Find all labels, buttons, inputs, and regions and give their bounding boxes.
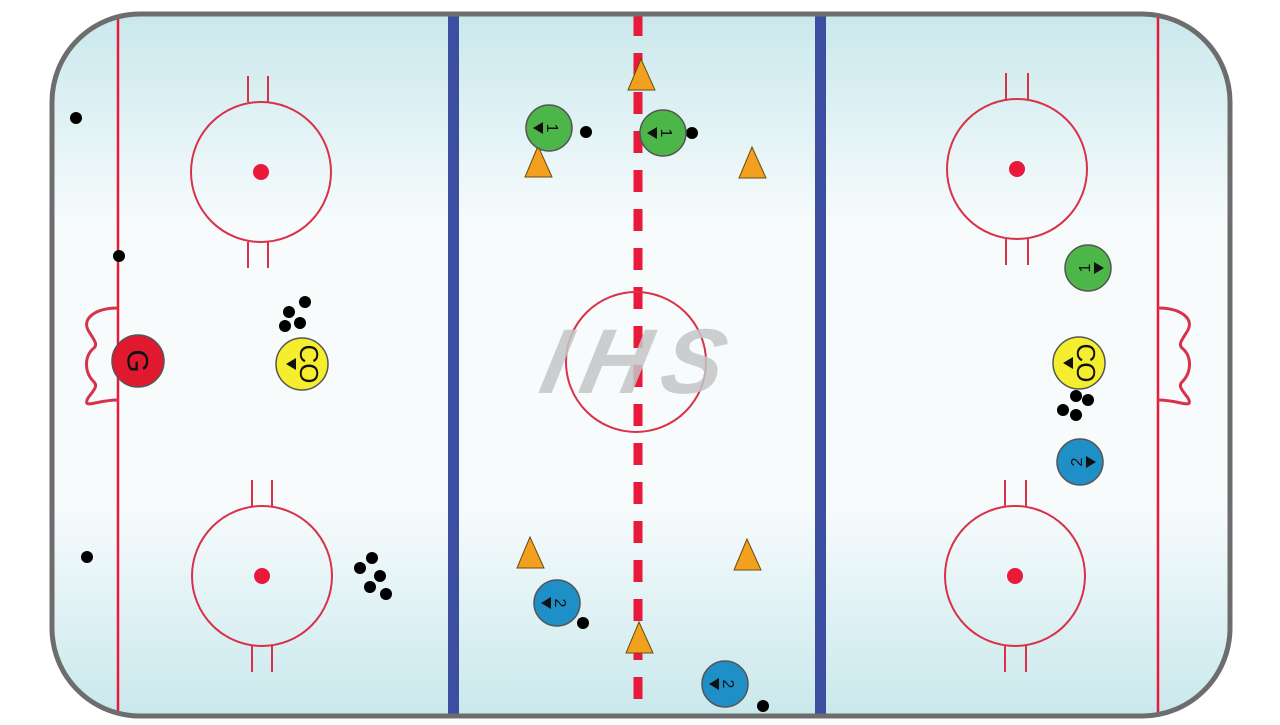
cone-icon [627,57,656,91]
player-circle [275,337,329,391]
player-label: 1 [543,124,560,133]
faceoff-circle-right-top [946,73,1088,265]
puck-icon [577,617,589,629]
puck-icon [294,317,306,329]
player-circle [701,660,749,708]
cone-icon [516,535,545,569]
center-faceoff-circle [565,291,707,433]
faceoff-circle-left-bottom [191,480,333,672]
player-label: G [121,349,154,372]
puck-icon [757,700,769,712]
puck-icon [686,127,698,139]
puck-icon [354,562,366,574]
puck-icon [366,552,378,564]
player-label: CO [294,345,324,384]
player-marker-green: 1 [1064,244,1112,292]
direction-arrow-icon [1063,357,1073,369]
blue-line-right [815,14,826,716]
puck-icon [374,570,386,582]
direction-arrow-icon [1086,456,1096,468]
direction-arrow-icon [533,122,543,134]
coach-marker-coach: CO [1052,336,1106,390]
faceoff-circle-left-top [190,76,332,268]
faceoff-circle-right-bottom [944,480,1086,672]
puck-icon [1082,394,1094,406]
player-label: 1 [657,129,674,138]
puck-icon [81,551,93,563]
cone-icon [733,537,762,571]
direction-arrow-icon [541,597,551,609]
puck-icon [279,320,291,332]
player-marker-green: 1 [525,104,573,152]
goal-crease-left [85,306,119,406]
puck-icon [364,581,376,593]
player-marker-green: 1 [639,109,687,157]
goal-crease-right [1157,306,1191,406]
player-circle [639,109,687,157]
player-circle [1056,438,1104,486]
puck-icon [580,126,592,138]
direction-arrow-icon [286,358,296,370]
player-marker-blue: 2 [533,579,581,627]
puck-icon [1057,404,1069,416]
cone-icon [625,620,654,654]
puck-icon [113,250,125,262]
players-layer: G CO CO 1 1 1 2 2 2 [111,104,1112,708]
puck-icon [70,112,82,124]
player-circle [1052,336,1106,390]
player-label: 1 [1077,263,1094,272]
watermark-text: IHS [533,310,750,413]
direction-arrow-icon [647,127,657,139]
direction-arrow-icon [1094,262,1104,274]
direction-arrow-icon [709,678,719,690]
cones-layer [516,57,767,654]
goalie-marker-goalie: G [111,334,165,388]
watermark-logo: IHS [533,310,750,413]
player-label: CO [1071,344,1101,383]
player-marker-blue: 2 [1056,438,1104,486]
pucks-layer [70,112,1094,712]
player-circle [1064,244,1112,292]
player-circle [111,334,165,388]
coach-marker-coach: CO [275,337,329,391]
puck-icon [299,296,311,308]
player-marker-blue: 2 [701,660,749,708]
rink-boards [49,11,1233,719]
player-circle [525,104,573,152]
puck-icon [1070,409,1082,421]
puck-icon [380,588,392,600]
player-label: 2 [551,599,568,608]
puck-icon [1070,390,1082,402]
cone-icon [524,144,553,178]
cone-icon [738,145,767,179]
player-label: 2 [719,680,736,689]
blue-line-left [448,14,459,716]
player-label: 2 [1069,457,1086,466]
puck-icon [283,306,295,318]
player-circle [533,579,581,627]
